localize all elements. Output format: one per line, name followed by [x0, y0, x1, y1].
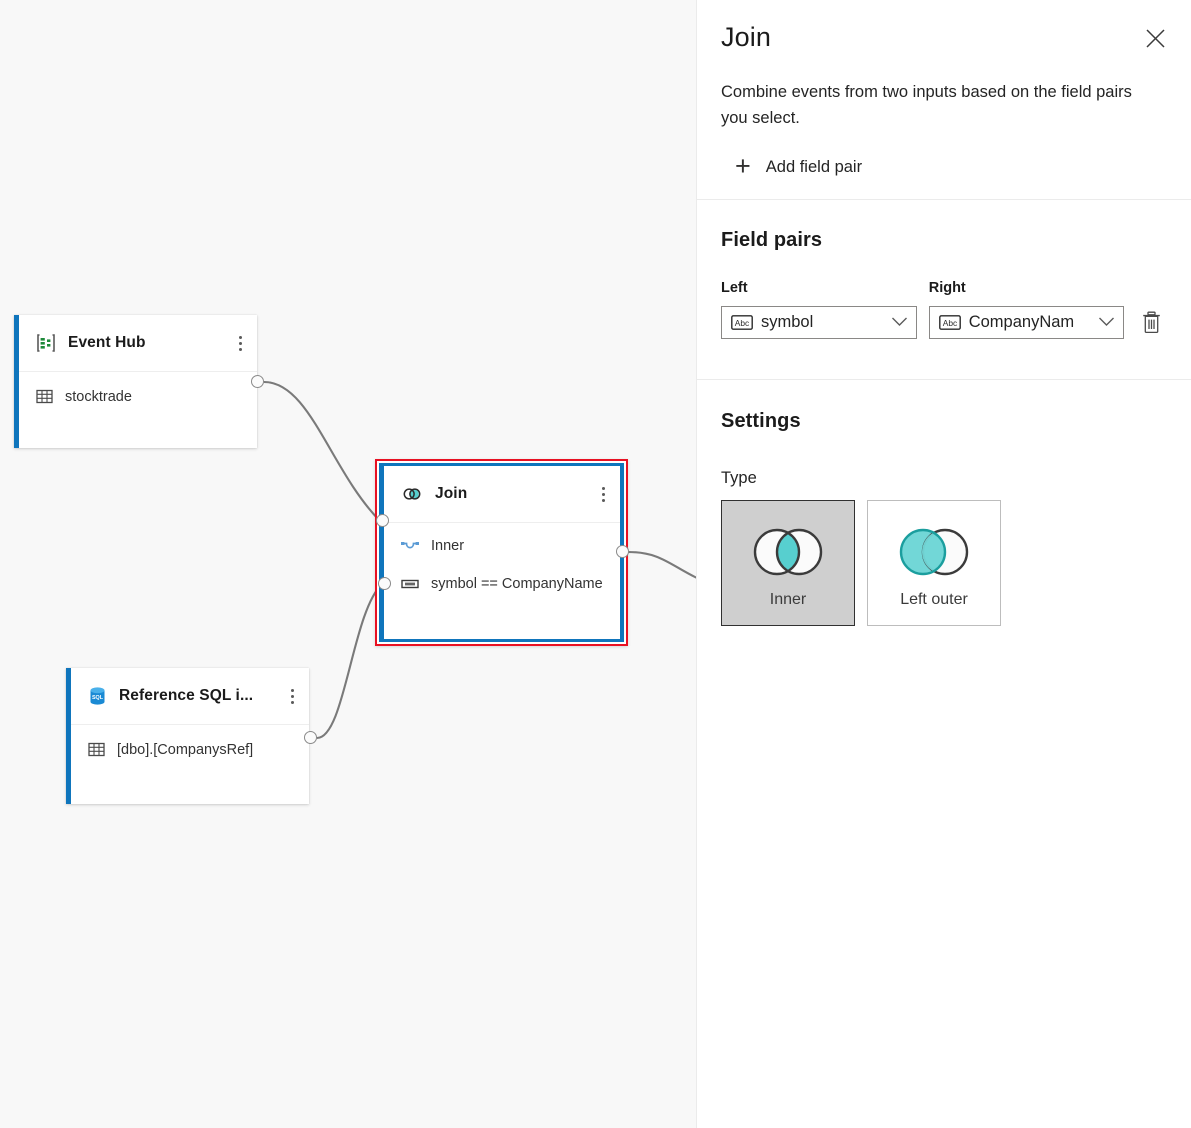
node-row-label: Inner [431, 537, 465, 554]
node-row[interactable]: [dbo].[CompanysRef] [66, 725, 309, 774]
flow-node-join-selection[interactable]: Join Inner [375, 459, 628, 646]
flow-node-join[interactable]: Join Inner [379, 463, 624, 642]
node-accent-bar [14, 315, 19, 448]
node-more-options-icon[interactable] [594, 481, 612, 507]
close-icon[interactable] [1134, 17, 1176, 59]
node-row-label: [dbo].[CompanysRef] [117, 741, 254, 758]
join-type-label-inner: Inner [769, 591, 807, 608]
join-venn-icon [401, 486, 423, 502]
plus-icon: + [735, 150, 751, 181]
sql-database-icon: SQL [88, 686, 107, 706]
panel-title: Join [721, 22, 771, 52]
right-label: Right [928, 280, 966, 296]
join-type-option-left-outer[interactable]: Left outer [867, 500, 1001, 626]
panel-description: Combine events from two inputs based on … [721, 83, 1132, 127]
abc-type-icon: Abc [938, 315, 961, 330]
field-pair-right: Right Abc CompanyNam [928, 280, 1125, 339]
event-hub-icon [36, 333, 56, 353]
join-type-option-inner[interactable]: Inner [721, 500, 855, 626]
node-title: Join [435, 485, 468, 502]
right-field-dropdown[interactable]: Abc CompanyNam [928, 306, 1125, 339]
port-join-input-right[interactable] [378, 577, 391, 590]
abc-type-icon: Abc [731, 315, 753, 330]
delete-field-pair-button[interactable] [1136, 306, 1167, 339]
node-header: SQL Reference SQL i... [66, 668, 309, 725]
chevron-down-icon [891, 314, 908, 332]
node-header: Event Hub [14, 315, 257, 372]
node-more-options-icon[interactable] [283, 683, 301, 709]
node-row[interactable]: symbol == CompanyName [384, 564, 620, 603]
join-type-icon [401, 539, 419, 553]
svg-text:Abc: Abc [943, 318, 957, 328]
flow-canvas[interactable]: Event Hub stocktrade [0, 0, 697, 1128]
left-field-value: symbol [761, 313, 814, 331]
node-header: Join [384, 466, 620, 523]
join-type-options: Inner Left outer [721, 500, 1167, 626]
node-row[interactable]: stocktrade [14, 372, 257, 421]
right-field-value: CompanyNam [968, 313, 1075, 331]
node-row-label: stocktrade [65, 388, 132, 405]
flow-node-reference-sql[interactable]: SQL Reference SQL i... [dbo].[CompanysRe… [66, 668, 309, 804]
field-pairs-heading: Field pairs [721, 229, 823, 251]
node-more-options-icon[interactable] [231, 330, 249, 356]
chevron-down-icon [1098, 314, 1115, 332]
svg-text:SQL: SQL [92, 695, 104, 701]
port-reference-sql-output[interactable] [304, 731, 317, 744]
settings-heading: Settings [721, 410, 801, 432]
join-type-label-left-outer: Left outer [900, 591, 968, 608]
table-icon [88, 741, 105, 758]
node-title: Reference SQL i... [119, 687, 254, 704]
venn-left-outer-icon [886, 523, 982, 581]
node-row-label: symbol == CompanyName [431, 575, 603, 592]
node-title: Event Hub [68, 334, 146, 351]
flow-node-event-hub[interactable]: Event Hub stocktrade [14, 315, 257, 448]
panel-divider [697, 379, 1191, 380]
port-event-hub-output[interactable] [251, 375, 264, 388]
join-properties-panel: Join Combine events from two inputs base… [697, 0, 1191, 1128]
field-pair-left: Left Abc symbol [721, 280, 917, 339]
left-label: Left [721, 280, 748, 296]
port-join-input-left[interactable] [376, 514, 389, 527]
table-icon [36, 388, 53, 405]
panel-divider [697, 199, 1191, 200]
trash-icon [1141, 311, 1162, 334]
add-field-pair-label: Add field pair [765, 157, 863, 176]
node-accent-bar [66, 668, 71, 804]
field-pair-row: Left Abc symbol [721, 280, 1167, 339]
type-label: Type [721, 469, 757, 487]
venn-inner-icon [740, 523, 836, 581]
node-row[interactable]: Inner [384, 523, 620, 564]
add-field-pair-button[interactable]: + Add field pair [721, 149, 866, 185]
port-join-output[interactable] [616, 545, 629, 558]
left-field-dropdown[interactable]: Abc symbol [721, 306, 917, 339]
svg-text:Abc: Abc [735, 318, 749, 328]
field-pair-icon [401, 577, 419, 591]
